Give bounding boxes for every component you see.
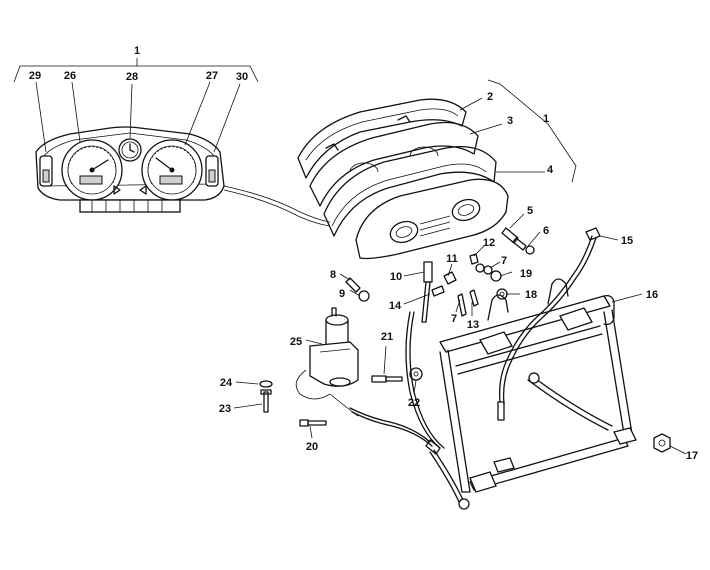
- base-gauge-left: [389, 220, 419, 244]
- callout-labels: 1 1 2 3 4 5 6 7 7 8 9 10 11 12 13 14 15 …: [29, 45, 698, 462]
- cluster-housing-layers: [297, 79, 577, 260]
- callout-4: 4: [547, 164, 554, 176]
- callout-7-lower: 7: [451, 313, 457, 325]
- callout-1-cluster: 1: [134, 45, 140, 57]
- callout-16: 16: [646, 289, 658, 301]
- callout-10: 10: [390, 271, 402, 283]
- callout-15: 15: [621, 235, 633, 247]
- callout-11: 11: [446, 253, 458, 265]
- callout-23: 23: [219, 403, 231, 415]
- fasteners: [339, 213, 687, 455]
- warning-light-strip: [79, 199, 181, 213]
- callout-19: 19: [520, 268, 532, 280]
- base-gauge-right: [451, 198, 481, 222]
- tachometer-gauge: [61, 139, 123, 201]
- callout-17: 17: [686, 450, 698, 462]
- ignition-switch-assembly: [233, 307, 359, 439]
- callout-29: 29: [29, 70, 41, 82]
- callout-25: 25: [290, 336, 302, 348]
- callout-1-housing: 1: [543, 113, 549, 125]
- clock-gauge: [118, 138, 142, 162]
- callout-12: 12: [483, 237, 495, 249]
- callout-3: 3: [507, 115, 513, 127]
- callout-18: 18: [525, 289, 537, 301]
- instrument-cluster-assembly: [13, 58, 331, 227]
- callout-7-upper: 7: [501, 255, 507, 267]
- callout-20: 20: [306, 441, 318, 453]
- callout-5: 5: [527, 205, 533, 217]
- callout-13: 13: [467, 319, 479, 331]
- callout-8: 8: [330, 269, 336, 281]
- callout-6: 6: [543, 225, 549, 237]
- speedometer-cables: [349, 227, 619, 455]
- callout-30: 30: [236, 71, 248, 83]
- mounting-bracket-frame: [429, 278, 643, 510]
- callout-24: 24: [220, 377, 233, 389]
- callout-21: 21: [381, 331, 393, 343]
- callout-26: 26: [64, 70, 76, 82]
- callout-14: 14: [389, 300, 402, 312]
- callout-28: 28: [126, 71, 138, 83]
- callout-27: 27: [206, 70, 218, 82]
- callout-22: 22: [408, 397, 420, 409]
- callout-2: 2: [487, 91, 493, 103]
- speedometer-gauge: [141, 139, 203, 201]
- callout-9: 9: [339, 288, 345, 300]
